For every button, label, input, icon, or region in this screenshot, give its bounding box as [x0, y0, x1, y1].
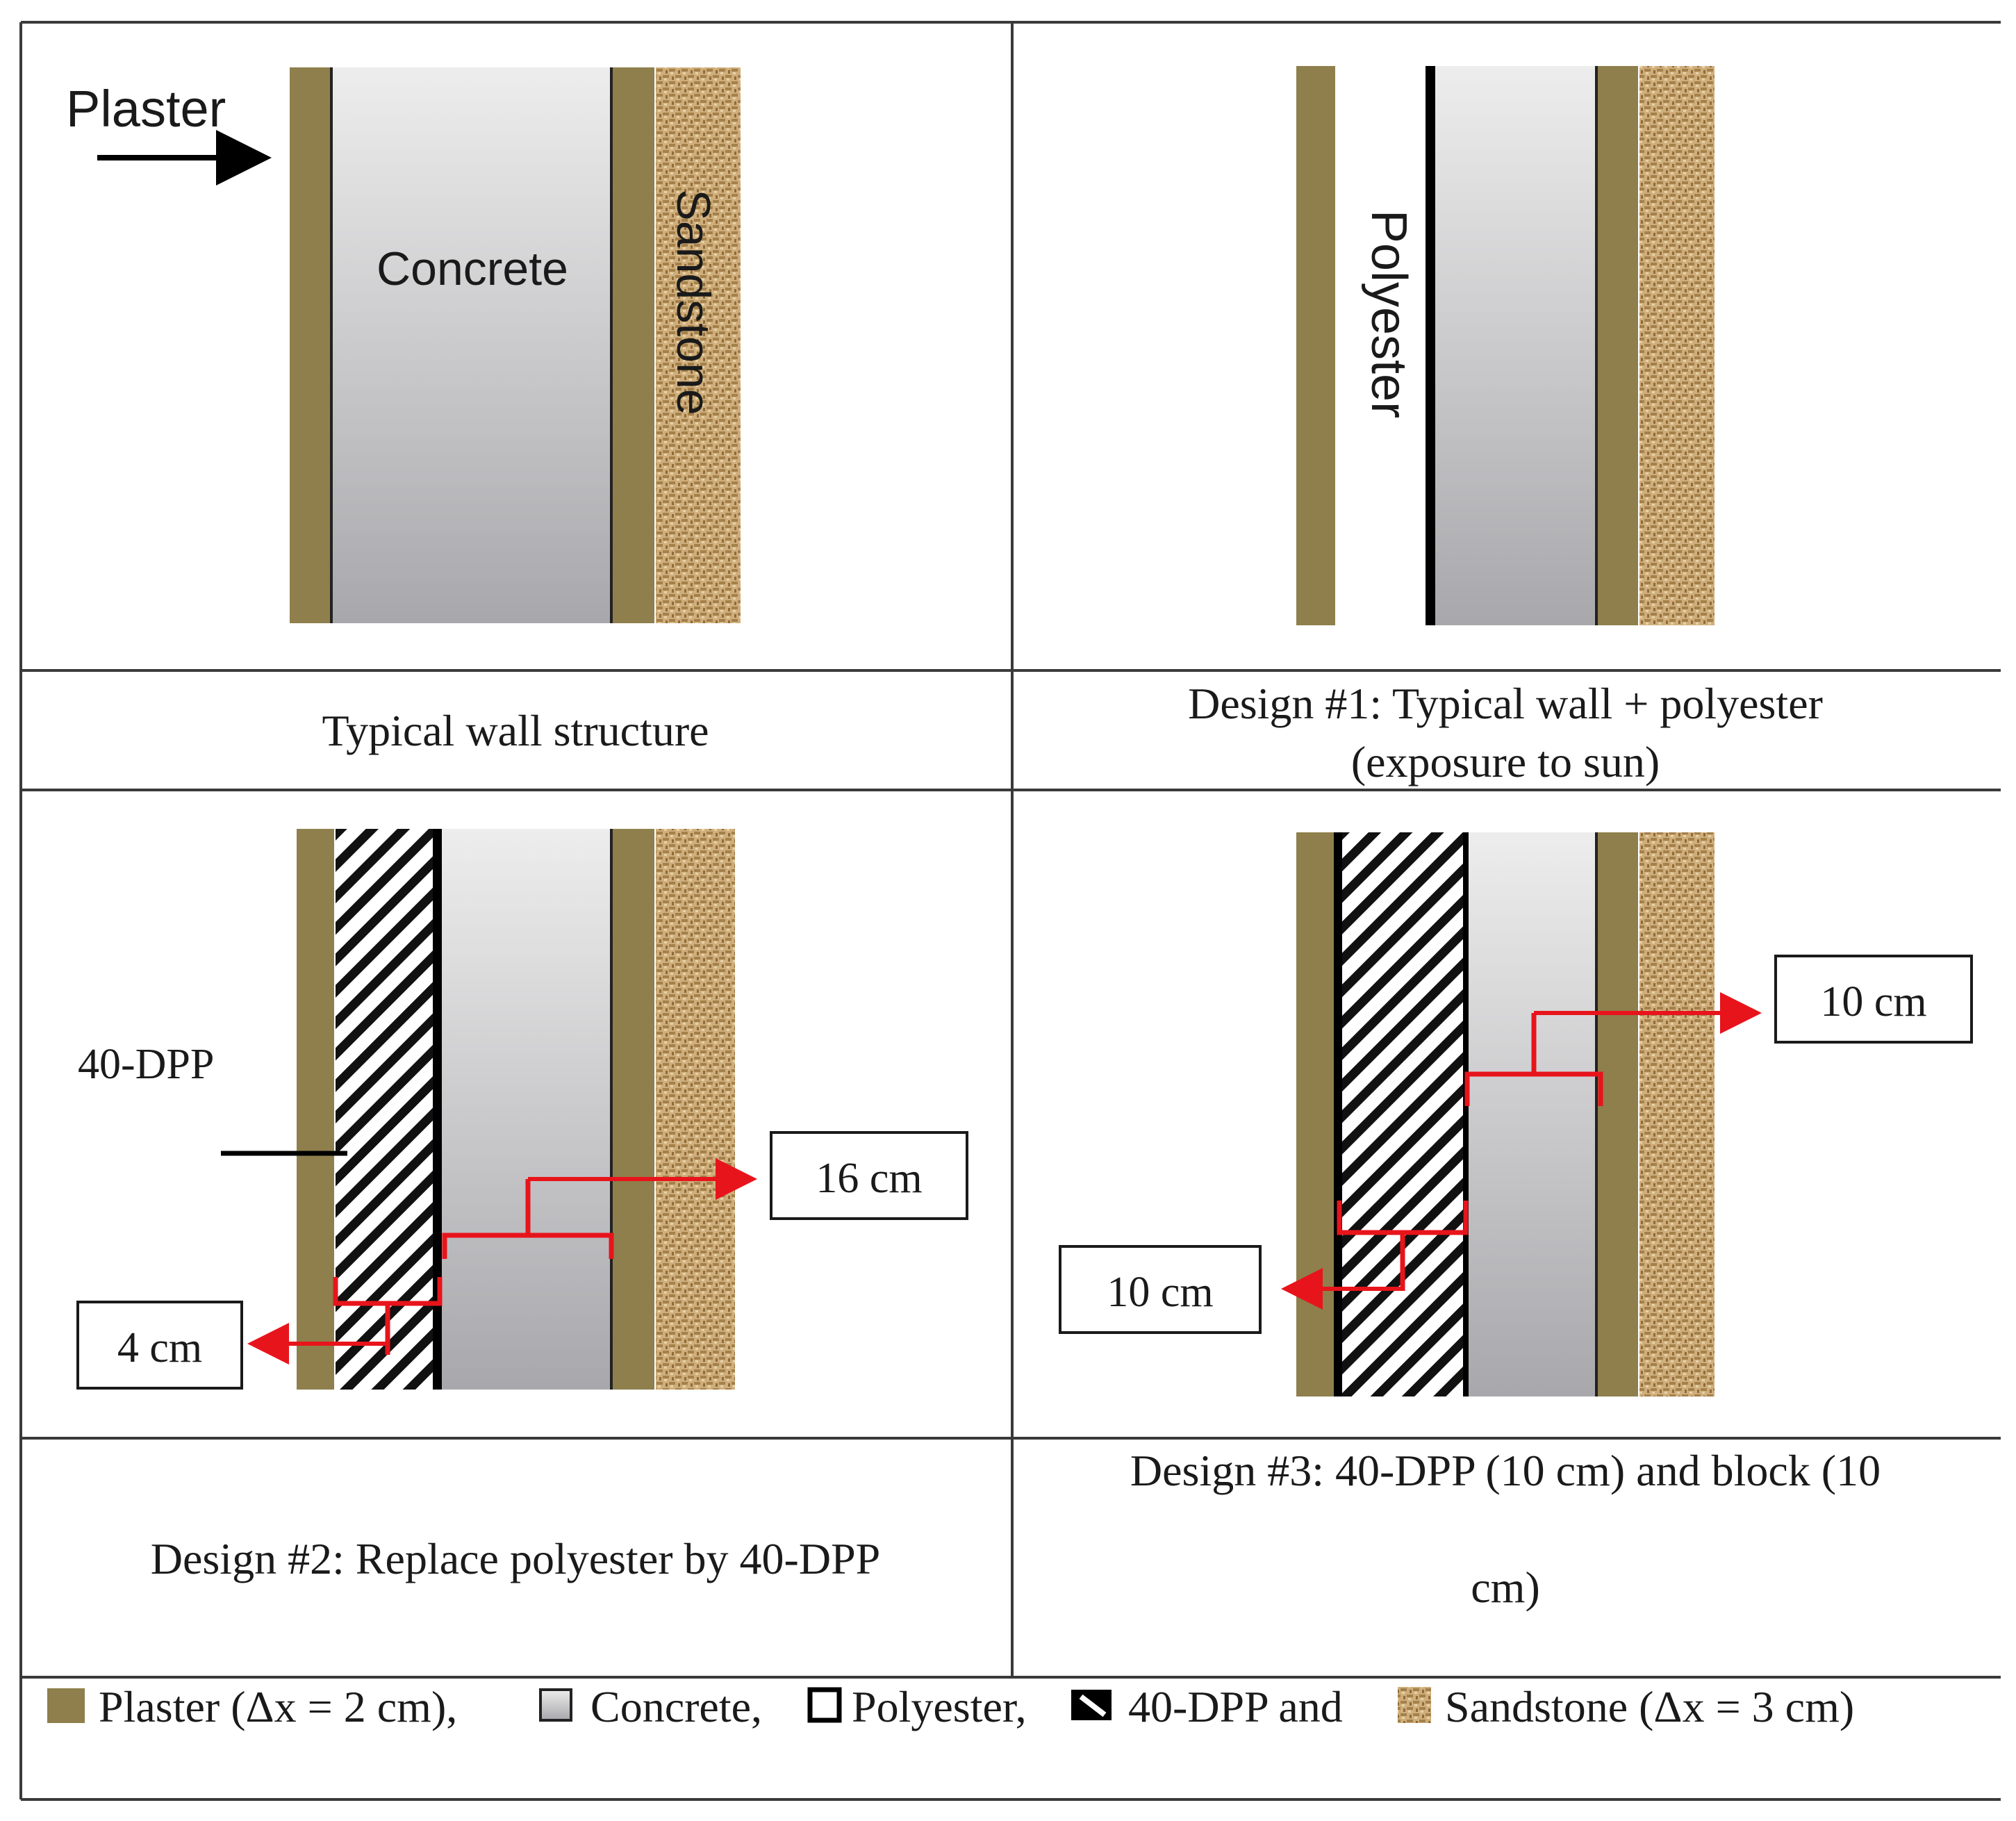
- caption-design-3-line2: cm): [1471, 1563, 1540, 1612]
- caption-design-1-line1: Design #1: Typical wall + polyester: [1188, 679, 1823, 728]
- legend-swatch-plaster: [47, 1688, 85, 1723]
- dpp-layer: [336, 829, 433, 1390]
- dim-4cm: 4 cm: [117, 1324, 202, 1371]
- dpp-label: 40-DPP: [78, 1041, 214, 1088]
- legend-sandstone: Sandstone (Δx = 3 cm): [1445, 1682, 1854, 1731]
- legend-swatch-polyester: [807, 1687, 842, 1723]
- plaster-layer: [613, 67, 654, 623]
- caption-typical-wall: Typical wall structure: [322, 706, 709, 755]
- dim-10cm-left: 10 cm: [1107, 1269, 1213, 1316]
- plaster-label: Plaster: [66, 80, 226, 138]
- plaster-layer: [1296, 832, 1334, 1396]
- plaster-layer: [1296, 66, 1335, 625]
- polyester-edge: [1334, 832, 1342, 1396]
- table-grid: [19, 21, 2001, 1801]
- sandstone-label: Sandstone: [667, 189, 720, 415]
- concrete-layer: [1435, 66, 1596, 625]
- dim-box-16cm: [770, 1131, 968, 1220]
- legend: Plaster (Δx = 2 cm), Concrete, Polyester…: [47, 1682, 1854, 1731]
- plaster-layer: [613, 829, 654, 1390]
- plaster-layer: [297, 829, 334, 1390]
- dim-10cm-right: 10 cm: [1820, 978, 1926, 1025]
- legend-plaster: Plaster (Δx = 2 cm),: [99, 1682, 457, 1731]
- plaster-layer: [1598, 66, 1638, 625]
- plaster-layer: [290, 67, 330, 623]
- panel-typical-wall: Plaster Concrete Sandstone: [66, 67, 741, 623]
- concrete-layer: [331, 67, 611, 623]
- caption-design-3-line1: Design #3: 40-DPP (10 cm) and block (10: [1130, 1446, 1881, 1495]
- plaster-layer: [1598, 832, 1638, 1396]
- panel-design-2: 40-DPP 4 cm 16 cm: [76, 829, 968, 1390]
- polyester-edge: [1463, 832, 1469, 1396]
- sandstone-layer: [1639, 832, 1715, 1396]
- dim-box-10cm-right: [1774, 955, 1973, 1044]
- legend-polyester: Polyester,: [852, 1682, 1027, 1731]
- concrete-label: Concrete: [377, 242, 568, 295]
- dim-box-4cm: [76, 1301, 243, 1390]
- panel-design-3: 10 cm 10 cm: [1059, 832, 1973, 1396]
- polyester-edge: [433, 829, 442, 1390]
- concrete-layer: [1469, 832, 1596, 1396]
- polyester-edge: [1426, 66, 1435, 625]
- dpp-layer: [1342, 832, 1463, 1396]
- legend-swatch-concrete: [539, 1688, 572, 1722]
- legend-swatch-sandstone: [1398, 1687, 1431, 1723]
- caption-design-1-line2: (exposure to sun): [1351, 737, 1660, 786]
- sandstone-layer: [1639, 66, 1715, 625]
- caption-design-2: Design #2: Replace polyester by 40-DPP: [151, 1534, 881, 1583]
- dim-16cm: 16 cm: [816, 1155, 922, 1202]
- legend-dpp: 40-DPP and: [1128, 1682, 1343, 1731]
- concrete-layer: [442, 829, 611, 1390]
- sandstone-layer: [656, 67, 741, 623]
- sandstone-layer: [656, 829, 735, 1390]
- polyester-label: Polyester: [1361, 210, 1416, 418]
- panel-design-1: Polyester: [1296, 66, 1715, 625]
- legend-concrete: Concrete,: [590, 1682, 762, 1731]
- dim-box-10cm-left: [1059, 1245, 1262, 1334]
- polyester-layer: [1337, 66, 1427, 625]
